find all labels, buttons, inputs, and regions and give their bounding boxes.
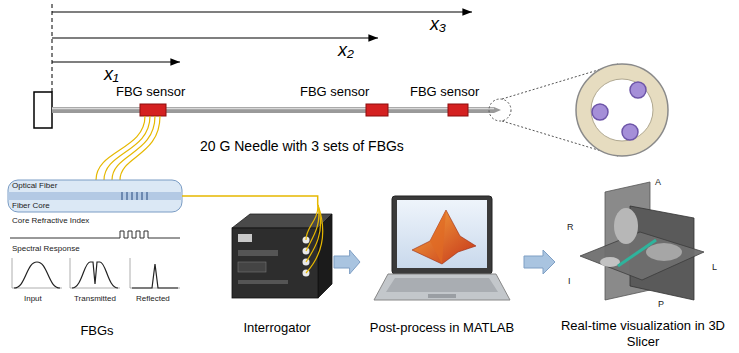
figure-label: Input [24,294,42,303]
orientation-letter: R [567,222,574,232]
fiber-connector [190,196,318,205]
flow-arrow [334,250,360,274]
laptop-matlab [374,196,510,300]
slicer-view [580,182,704,300]
sensor-label: FBG sensor [300,85,369,100]
figure-caption: Real-time visualization in 3D Slicer [559,318,727,349]
figure-label: Fiber Core [12,201,50,210]
needle-caption: 20 G Needle with 3 sets of FBGs [200,138,404,154]
interrogator-device [232,205,332,298]
figure-label: Optical Fiber [12,181,57,190]
dimension-label: x₂ [338,40,354,61]
sensor-label: FBG sensor [410,85,479,100]
figure-caption: Interrogator [243,320,310,335]
fbg-figure: FBGs [4,168,190,340]
orientation-letter: I [568,276,571,286]
figure-caption: Post-process in MATLAB [370,320,514,335]
matlab-figure: Post-process in MATLAB [362,190,522,337]
figure-label: Spectral Response [12,244,80,253]
figure-label: Core Refractive Index [12,216,89,225]
orientation-letter: P [658,299,664,309]
orientation-letter: L [712,262,717,272]
figure-caption: FBGs [80,323,113,338]
orientation-letter: A [655,177,661,187]
dimension-label: x₃ [430,14,446,35]
fbg-illustration [8,180,190,288]
flow-arrow [524,250,555,274]
dimension-lines [52,4,472,92]
fiber-wires [96,116,160,180]
interrogator-figure: Interrogator [222,205,332,337]
figure-label: Reflected [136,294,170,303]
sensor-label: FBG sensor [116,85,185,100]
needle-drawing [34,64,668,156]
slicer-figure: Real-time visualization in 3D Slicer [557,174,729,351]
figure-label: Transmitted [74,294,116,303]
dimension-label: x₁ [104,64,119,85]
